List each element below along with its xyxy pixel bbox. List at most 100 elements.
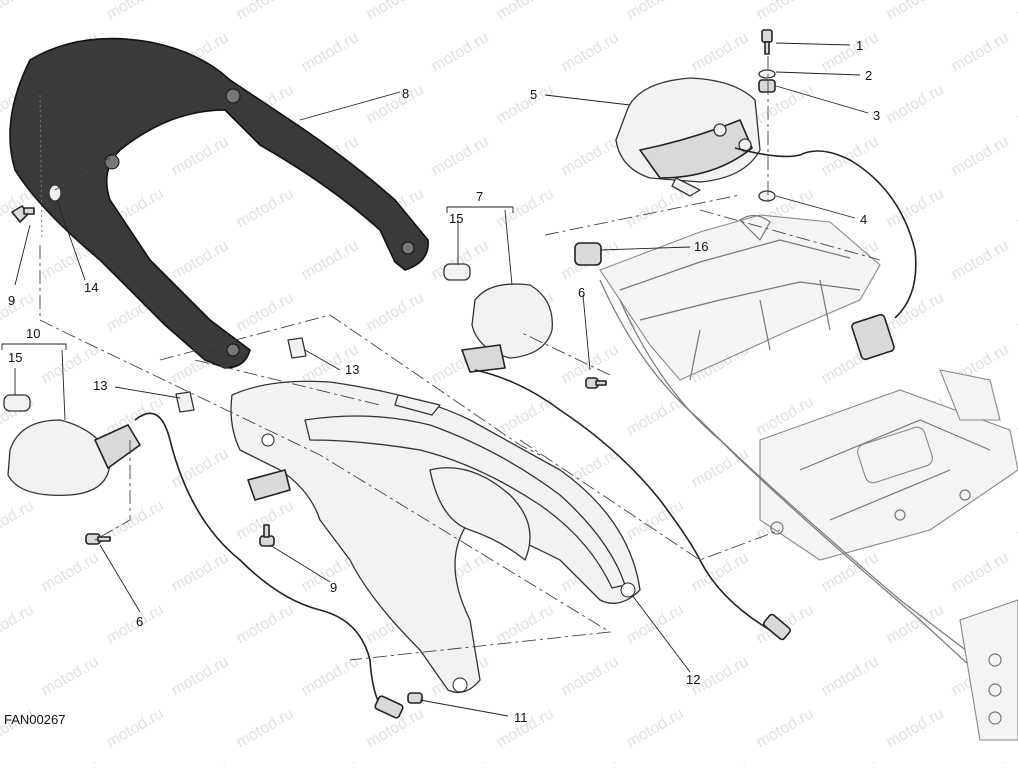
watermark-text: motod.ru [39,757,102,763]
part-4-washer [759,191,775,201]
watermark-text: motod.ru [819,757,882,763]
callout-16: 16 [694,239,708,254]
watermark-text: motod.ru [429,757,492,763]
watermark-text: motod.ru [104,705,167,751]
watermark-text: motod.ru [104,497,167,543]
watermark-text: motod.ru [169,653,232,699]
callout-9-top: 9 [8,293,15,308]
watermark-text: motod.ru [39,549,102,595]
drawing-code: FAN00267 [4,712,65,727]
watermark-text: motod.ru [884,185,947,231]
callout-14: 14 [84,280,98,295]
watermark-text: motod.ru [234,0,297,23]
watermark-text: motod.ru [364,81,427,127]
watermark-text: motod.ru [104,0,167,23]
watermark-text: motod.ru [884,81,947,127]
callout-7: 7 [476,189,483,204]
watermark-text: motod.ru [234,289,297,335]
watermark-text: motod.ru [624,601,687,647]
watermark-text: motod.ru [624,705,687,751]
part-16-rubber-mount [575,243,601,265]
callout-12: 12 [686,672,700,687]
watermark-text: motod.ru [949,237,1012,283]
watermark-text: motod.ru [1014,81,1018,127]
watermark-text: motod.ru [429,29,492,75]
watermark-text: motod.ru [0,0,37,23]
watermark-text: motod.ru [364,0,427,23]
watermark-text: motod.ru [559,757,622,763]
watermark-text: motod.ru [949,549,1012,595]
watermark-text: motod.ru [1014,393,1018,439]
callout-2: 2 [865,68,872,83]
watermark-text: motod.ru [494,185,557,231]
part-3-grommet [759,80,775,92]
watermark-text: motod.ru [689,757,752,763]
watermark-text: motod.ru [754,0,817,23]
part-6-screw-right [586,378,606,388]
callout-13-upper: 13 [345,362,359,377]
watermark-text: motod.ru [624,0,687,23]
watermark-text: motod.ru [624,497,687,543]
watermark-text: motod.ru [884,0,947,23]
watermark-text: motod.ru [169,549,232,595]
watermark-text: motod.ru [884,289,947,335]
watermark-text: motod.ru [754,705,817,751]
watermark-text: motod.ru [1014,497,1018,543]
watermark-text: motod.ru [559,133,622,179]
callout-9-bottom: 9 [330,580,337,595]
watermark-text: motod.ru [884,705,947,751]
watermark-text: motod.ru [234,705,297,751]
watermark-text: motod.ru [1014,185,1018,231]
callout-5: 5 [530,87,537,102]
watermark-text: motod.ru [689,29,752,75]
watermark-text: motod.ru [39,653,102,699]
watermark-text: motod.ru [949,29,1012,75]
watermark-text: motod.ru [364,289,427,335]
watermark-text: motod.ru [169,757,232,763]
watermark-text: motod.ru [494,81,557,127]
watermark-text: motod.ru [494,601,557,647]
watermark-text: motod.ru [1014,0,1018,23]
callout-3: 3 [873,108,880,123]
callout-13-lower: 13 [93,378,107,393]
watermark-text: motod.ru [819,653,882,699]
callout-4: 4 [860,212,867,227]
watermark-text: motod.ru [1014,289,1018,335]
callout-11: 11 [514,710,528,725]
part-13-clip-upper [288,338,306,358]
watermark-text: motod.ru [299,237,362,283]
watermark-text: motod.ru [234,601,297,647]
callout-10: 10 [26,326,40,341]
watermark-text: motod.ru [949,757,1012,763]
watermark-text: motod.ru [884,601,947,647]
callout-15-right: 15 [449,211,463,226]
watermark-text: motod.ru [819,133,882,179]
part-15-bulb-right [444,264,470,280]
watermark-text: motod.ru [234,185,297,231]
watermark-text: motod.ru [429,133,492,179]
callout-1: 1 [856,38,863,53]
part-13-clip-lower [176,392,194,412]
watermark-text: motod.ru [689,445,752,491]
watermark-text: motod.ru [169,237,232,283]
watermark-text: motod.ru [949,133,1012,179]
callout-15-left: 15 [8,350,22,365]
part-15-bulb-left [4,395,30,411]
watermark-text: motod.ru [0,601,37,647]
watermark-text: motod.ru [624,393,687,439]
callout-6-left: 6 [136,614,143,629]
watermark-text: motod.ru [559,653,622,699]
part-5-tail-light [616,78,760,196]
watermark-text: motod.ru [299,757,362,763]
watermark-text: motod.ru [494,0,557,23]
watermark-text: motod.ru [0,497,37,543]
callout-8: 8 [402,86,409,101]
watermark-text: motod.ru [299,29,362,75]
part-2-washer [759,70,775,78]
watermark-text: motod.ru [169,133,232,179]
rear-subframe [600,215,1018,740]
watermark-text: motod.ru [559,29,622,75]
callout-6-right: 6 [578,285,585,300]
